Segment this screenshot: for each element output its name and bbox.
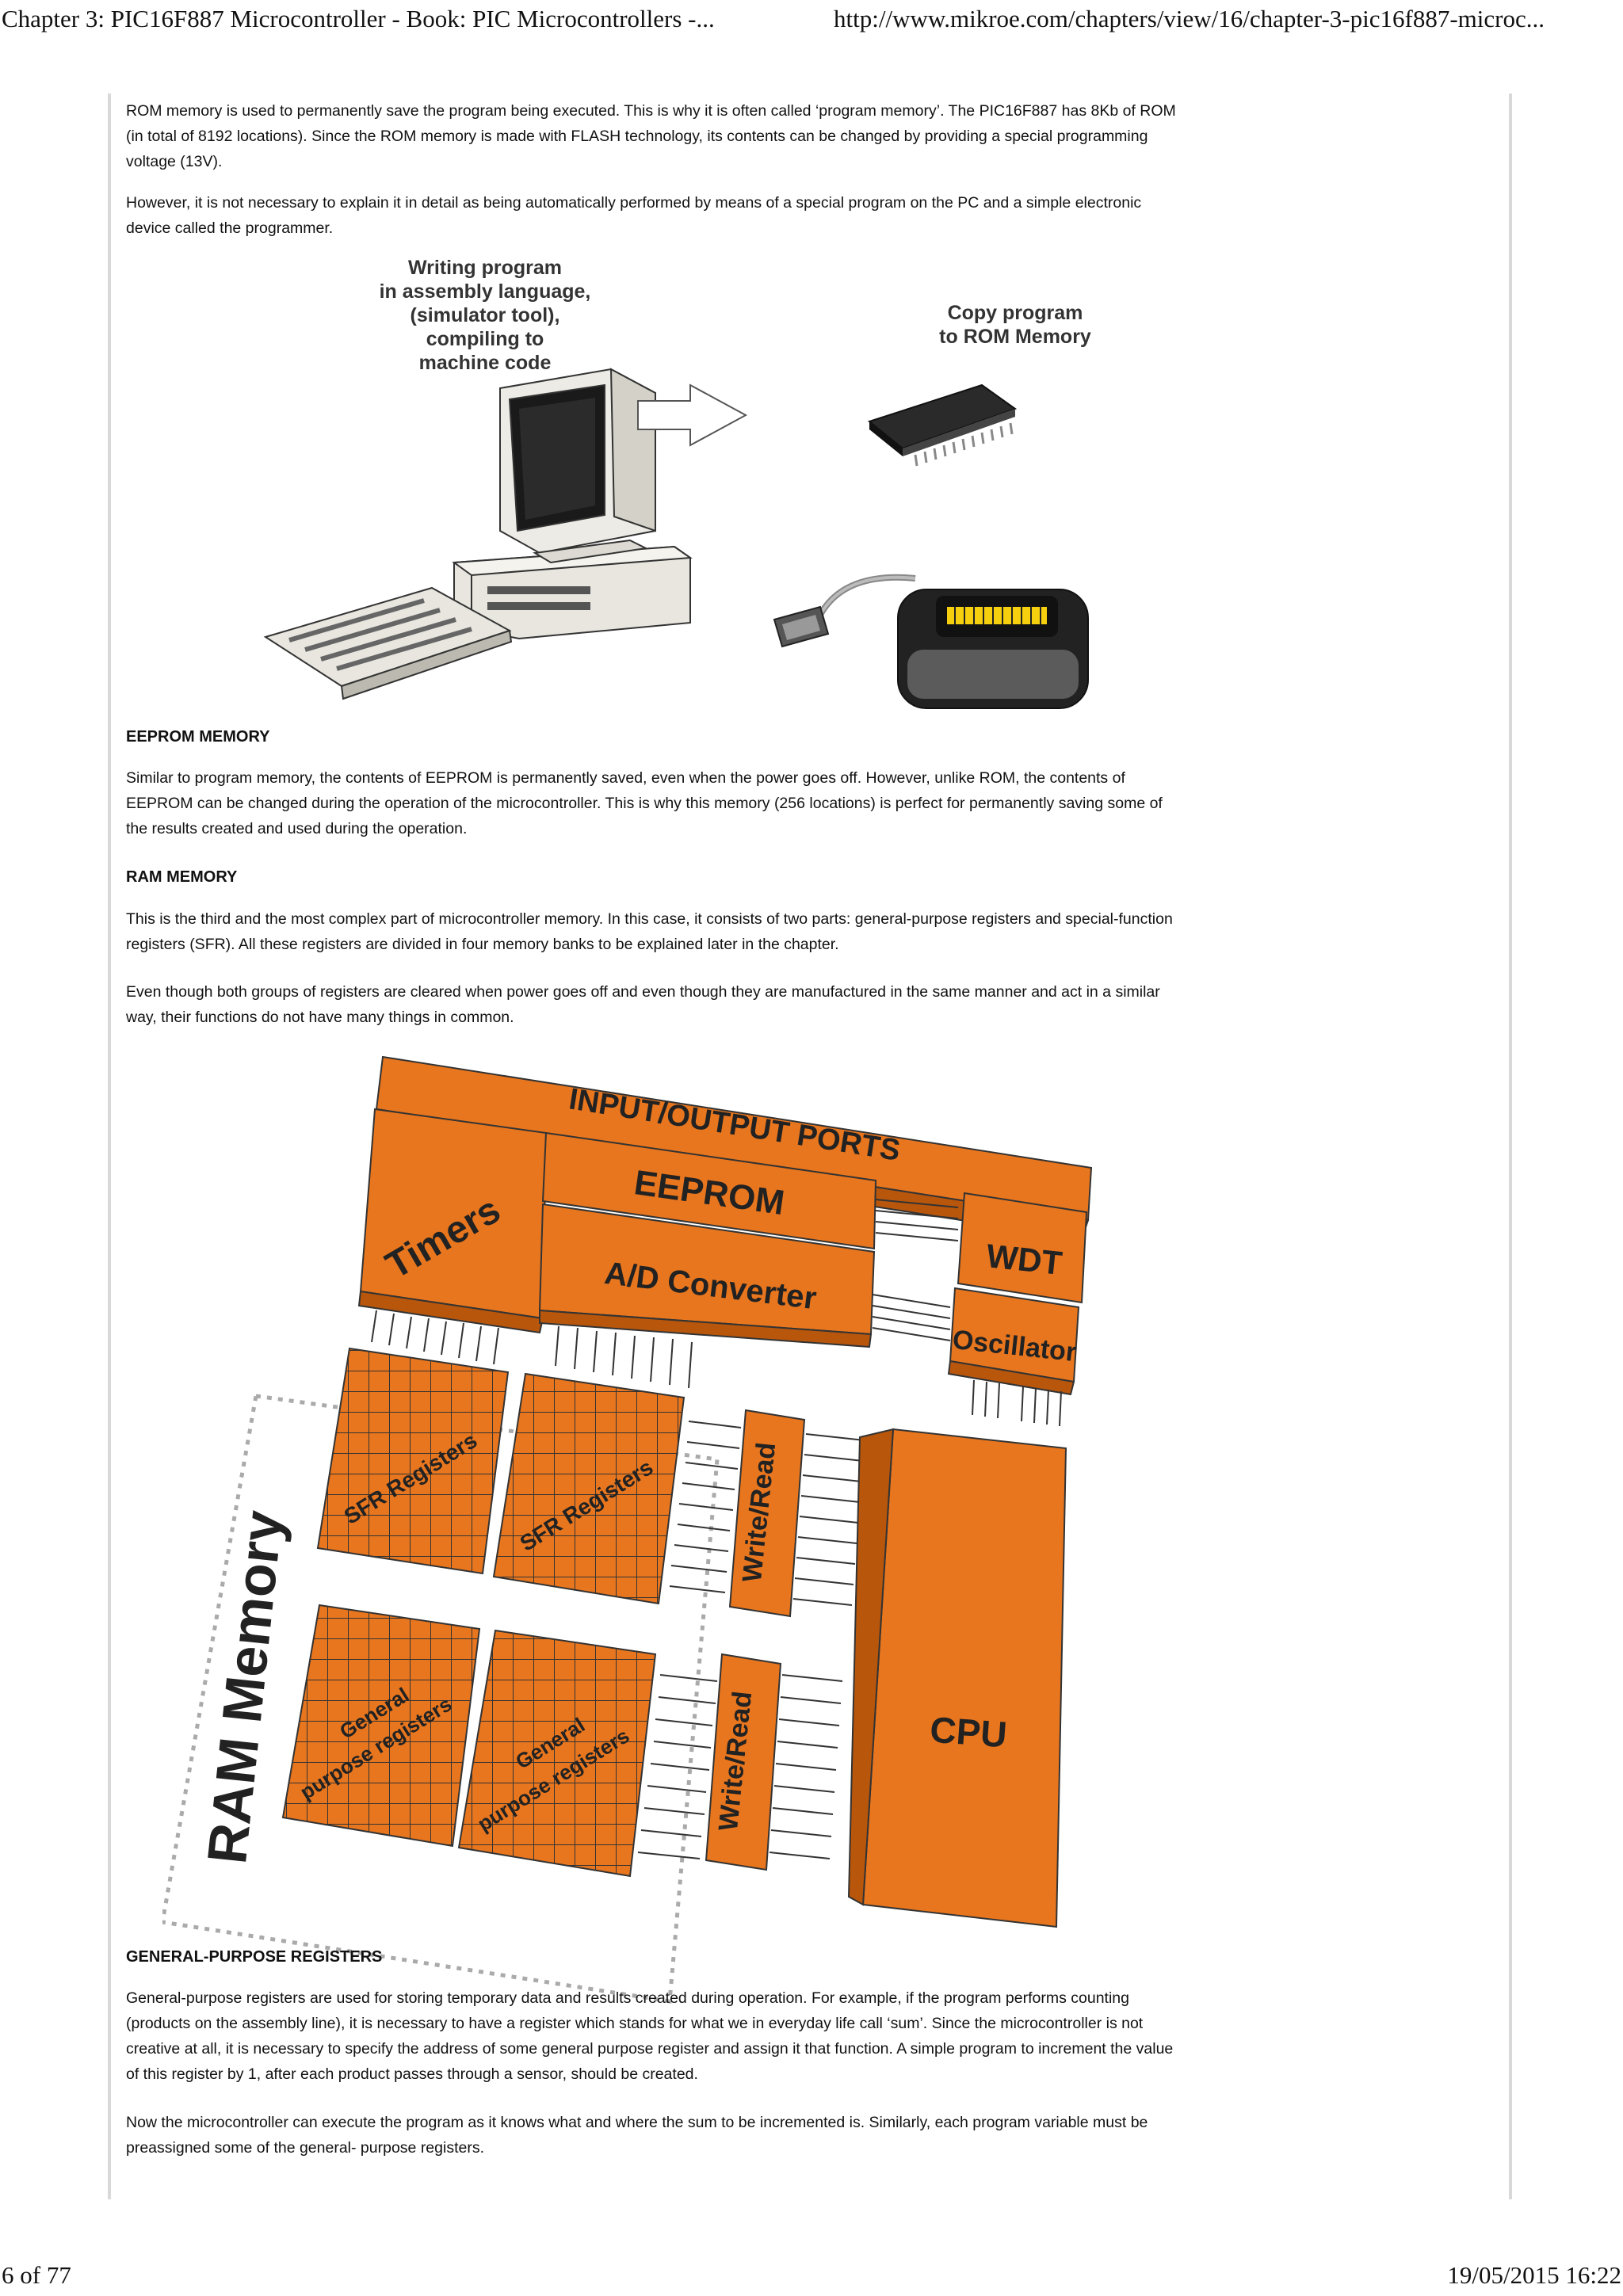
general-purpose-registers-block-1: General purpose registers — [281, 1604, 481, 1848]
ram-paragraph-2: Even though both groups of registers are… — [126, 983, 1160, 1026]
memory-block-diagram: INPUT/OUTPUT PORTS Timers EEPROM A/D Con… — [162, 1055, 1093, 2004]
rom-paragraph-2: However, it is not necessary to explain … — [126, 194, 1142, 237]
oscillator-block: Oscillator — [947, 1287, 1080, 1396]
page-number: 6 of 77 — [2, 2261, 71, 2289]
sfr-registers-block-1: SFR Registers — [316, 1347, 510, 1575]
print-footer: 6 of 77 19/05/2015 16:22 — [0, 2256, 1623, 2296]
ram-paragraph-1: This is the third and the most complex p… — [126, 910, 1173, 953]
page-title: Chapter 3: PIC16F887 Microcontroller - B… — [2, 5, 715, 32]
ram-memory-label: RAM Memory — [196, 1508, 294, 1867]
sfr-registers-block-2: SFR Registers — [492, 1372, 685, 1605]
left-caption-line-1: in assembly language, — [380, 280, 591, 303]
programmer-device-icon — [773, 574, 1089, 709]
left-caption-line-0: Writing program — [408, 257, 562, 279]
wdt-label: WDT — [985, 1237, 1064, 1282]
right-caption-line-1: to ROM Memory — [939, 326, 1091, 348]
eeprom-paragraph: Similar to program memory, the contents … — [126, 769, 1163, 837]
programming-workflow-figure: Writing program in assembly language, (s… — [263, 257, 1091, 709]
frame-border-left — [108, 93, 111, 2199]
cpu-label: CPU — [929, 1709, 1009, 1756]
ram-memory-boundary — [162, 1394, 720, 2004]
left-caption-line-2: (simulator tool), — [411, 304, 560, 326]
frame-border-right — [1509, 93, 1512, 2199]
write-read-block-2: Write/Read — [705, 1653, 782, 1871]
left-caption-line-3: compiling to — [426, 328, 544, 350]
gpr-paragraph-1: General-purpose registers are used for s… — [126, 1989, 1174, 2083]
rom-paragraph-1: ROM memory is used to permanently save t… — [126, 102, 1176, 170]
arrow-right-icon — [637, 383, 748, 447]
adc-block: A/D Converter — [538, 1203, 876, 1348]
microchip-icon — [867, 383, 1018, 467]
print-datetime: 19/05/2015 16:22 — [1447, 2261, 1621, 2289]
eeprom-block: EEPROM — [541, 1131, 877, 1250]
timers-block: Timers — [357, 1108, 548, 1334]
write-read-block-1: Write/Read — [728, 1409, 806, 1618]
gpr-heading: GENERAL-PURPOSE REGISTERS — [126, 1948, 383, 1966]
ram-heading: RAM MEMORY — [126, 868, 238, 886]
page-url[interactable]: http://www.mikroe.com/chapters/view/16/c… — [834, 5, 1545, 32]
left-caption-line-4: machine code — [419, 352, 552, 374]
wdt-block: WDT — [957, 1192, 1088, 1304]
register-bus-arrows — [637, 1421, 865, 1859]
cpu-block: CPU — [847, 1428, 1067, 1928]
computer-icon — [263, 368, 693, 700]
print-header: Chapter 3: PIC16F887 Microcontroller - B… — [0, 0, 1623, 44]
gpr-paragraph-2: Now the microcontroller can execute the … — [126, 2114, 1148, 2157]
bus-lines — [371, 1199, 1062, 1427]
eeprom-heading: EEPROM MEMORY — [126, 728, 270, 746]
general-purpose-registers-block-2: General purpose registers — [457, 1629, 657, 1878]
right-caption-line-0: Copy program — [948, 302, 1083, 324]
